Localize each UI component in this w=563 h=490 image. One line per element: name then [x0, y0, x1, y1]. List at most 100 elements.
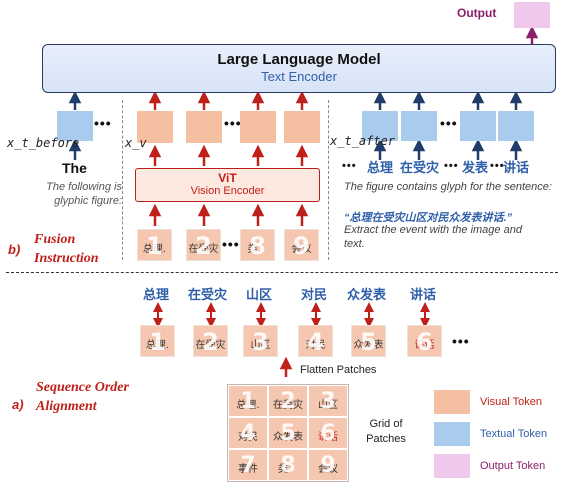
patch-glyph: 总理.	[236, 400, 260, 411]
label-b: b)	[8, 242, 21, 257]
patch-glyph: 总理.	[145, 340, 170, 351]
patch-glyph: 总理.	[142, 244, 167, 255]
align-word-6: 讲话	[410, 287, 437, 302]
patch-number: 4	[240, 421, 256, 446]
legend-output-swatch	[434, 454, 470, 478]
dots-words-2: •••	[444, 160, 459, 172]
x-after-label: x_t_after	[330, 134, 396, 148]
legend-output-label: Output Token	[480, 460, 546, 472]
align-patch-3: 山区 3	[243, 325, 278, 357]
patch-glyph: 讲话	[318, 432, 338, 443]
grid-label: Grid of Patches	[366, 418, 406, 445]
dots-alignment: •••	[452, 333, 470, 349]
patch-glyph: 对民	[238, 432, 258, 443]
patch-number: 9	[320, 453, 336, 478]
patch-glyph: 在受灾	[188, 244, 219, 255]
patch-glyph: 对民	[305, 340, 326, 351]
align-patch-1: 总理. 1	[140, 325, 175, 357]
right-caption-1: The figure contains glyph for the senten…	[344, 181, 552, 193]
legend-visual-swatch	[434, 390, 470, 414]
output-token	[514, 2, 550, 28]
patch-number: 5	[360, 328, 377, 356]
input-patch-1: 总理. 1	[137, 229, 172, 261]
right-quote: “总理在受灾山区对民众发表讲话.”	[344, 212, 513, 224]
patch-glyph: 事件	[238, 464, 258, 475]
divider-right	[328, 100, 329, 260]
legend-visual-label: Visual Token	[480, 396, 542, 408]
align-word-4: 对民	[301, 287, 328, 302]
align-patch-2: 在受灾 2	[193, 325, 228, 357]
patch-number: 1	[240, 389, 256, 414]
word-token-4: 讲话	[503, 160, 530, 175]
fusion-title: Fusion Instruction	[34, 232, 99, 266]
right-caption-2: Extract the event with the image and tex…	[344, 224, 522, 250]
patch-number: 6	[320, 421, 336, 446]
align-word-3: 山区	[246, 287, 273, 302]
patch-number: 1	[146, 232, 163, 260]
llm-title: Large Language Model	[217, 51, 381, 68]
dots-words: •••	[342, 160, 357, 172]
patch-glyph: 山区	[318, 400, 338, 411]
legend-textual-swatch	[434, 422, 470, 446]
visual-token-4	[284, 111, 320, 143]
x-v-label: x_v	[125, 136, 147, 150]
word-the: The	[62, 160, 87, 176]
patch-glyph: 在受灾	[195, 340, 226, 351]
word-token-1: 总理	[367, 160, 394, 175]
patch-number: 7	[240, 453, 256, 478]
legend-textual-label: Textual Token	[480, 428, 548, 440]
visual-token-1	[137, 111, 173, 143]
left-caption: The following is glyphic figure:	[46, 181, 122, 207]
vit-subtitle: Vision Encoder	[190, 185, 265, 197]
flatten-label: Flatten Patches	[300, 364, 377, 376]
llm-box: Large Language Model Text Encoder	[42, 44, 556, 93]
label-a: a)	[12, 397, 24, 412]
patch-number: 2	[280, 389, 296, 414]
llm-subtitle: Text Encoder	[261, 69, 337, 84]
dots-patches: •••	[222, 236, 240, 252]
text-token-after-4	[498, 111, 534, 141]
dots-before: •••	[94, 115, 112, 131]
patch-glyph: 讲话	[414, 340, 435, 351]
patch-glyph: 在受灾	[273, 400, 303, 411]
vit-title: ViT	[218, 171, 237, 185]
align-word-1: 总理	[143, 287, 170, 302]
patch-glyph: 类：	[247, 244, 268, 255]
align-word-5: 众发表	[347, 287, 387, 302]
word-token-2: 在受灾	[400, 160, 440, 175]
align-patch-6: 讲话 6	[407, 325, 442, 357]
patch-glyph: 众发表	[273, 432, 303, 443]
grid-cell-1: 总理.1	[228, 385, 268, 417]
align-patch-5: 众发表 5	[351, 325, 386, 357]
patch-glyph: 会议	[318, 464, 338, 475]
patch-glyph: 众发表	[353, 340, 384, 351]
alignment-title: Sequence Order Alignment	[36, 380, 129, 414]
patch-number: 9	[293, 232, 310, 260]
patch-glyph: 类：	[278, 464, 298, 475]
align-patch-4: 对民 4	[298, 325, 333, 357]
divider-left	[122, 100, 123, 260]
patch-number: 2	[202, 328, 219, 356]
patch-number: 2	[195, 232, 212, 260]
patch-number: 3	[320, 389, 336, 414]
word-token-3: 发表	[462, 160, 489, 175]
grid-cell-8: 类：8	[268, 449, 308, 481]
patch-number: 8	[280, 453, 296, 478]
text-token-after-3	[460, 111, 496, 141]
patch-number: 5	[280, 421, 296, 446]
dots-words-3: •••	[490, 160, 505, 172]
output-label: Output	[457, 6, 497, 20]
align-word-2: 在受灾	[188, 287, 228, 302]
text-token-after-1	[362, 111, 398, 141]
dots-after: •••	[440, 115, 458, 131]
dots-visual: •••	[224, 115, 242, 131]
